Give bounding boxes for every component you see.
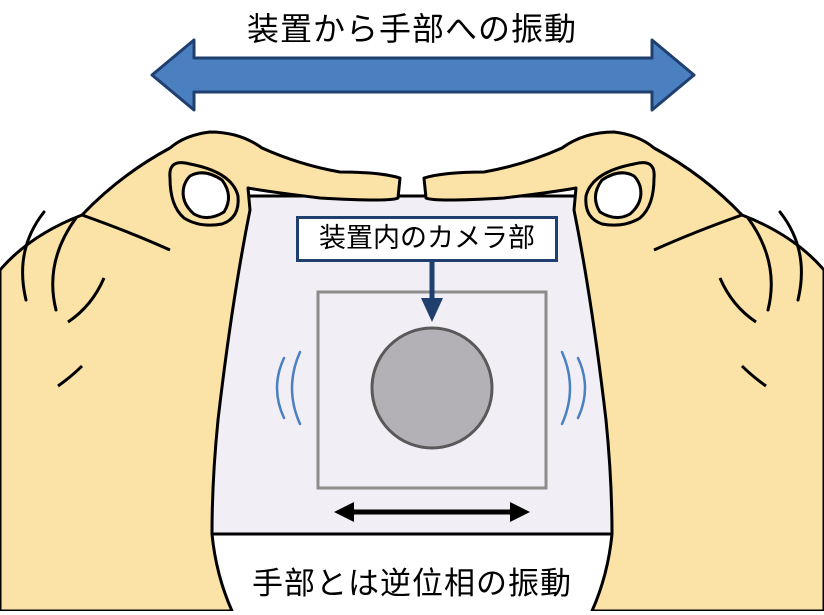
camera-module xyxy=(316,290,548,490)
left-hand xyxy=(0,130,402,613)
label-pointer-arrow xyxy=(421,262,443,322)
bottom-double-arrow xyxy=(334,502,530,522)
bottom-title: 手部とは逆位相の振動 xyxy=(252,566,572,602)
camera-lens xyxy=(370,326,494,450)
top-title: 装置から手部への振動 xyxy=(246,10,577,48)
camera-right-vibration-icon xyxy=(560,350,587,426)
camera-label: 装置内のカメラ部 xyxy=(296,216,558,262)
left-hand-vibration-icon xyxy=(21,210,78,312)
camera-left-vibration-icon xyxy=(275,350,302,426)
top-double-arrow xyxy=(150,38,696,112)
right-hand-vibration-icon xyxy=(746,210,803,312)
right-hand xyxy=(422,130,824,613)
